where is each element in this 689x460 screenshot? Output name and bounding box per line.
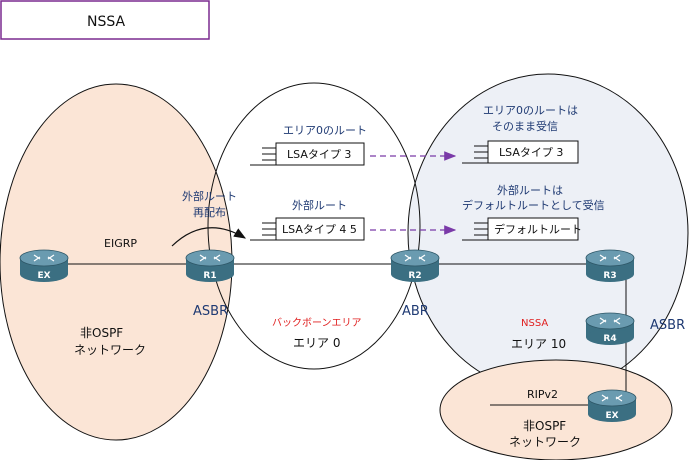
router-ex-left: EX xyxy=(19,249,69,282)
area0-route-caption: エリア0のルート xyxy=(283,124,367,137)
non-ospf-left-line1: 非OSPF xyxy=(80,326,123,340)
area0-received-caption-line2: そのまま受信 xyxy=(492,120,558,133)
router-ex-bottom: EX xyxy=(587,389,637,422)
asbr-r4-label: ASBR xyxy=(650,318,685,333)
router-r2-label: R2 xyxy=(408,271,421,281)
page-title: NSSA xyxy=(87,14,126,30)
abr-r2-label: ABR xyxy=(402,304,429,319)
ripv2-label: RIPv2 xyxy=(527,388,558,401)
non-ospf-bottom-line2: ネットワーク xyxy=(509,435,581,449)
backbone-area-label: バックボーンエリア xyxy=(272,317,362,329)
non-ospf-bottom-area xyxy=(439,359,673,460)
redistribution-caption-line2: 再配布 xyxy=(193,206,226,219)
area0-received-caption-line1: エリア0のルートは xyxy=(483,104,578,117)
router-ex-left-label: EX xyxy=(37,271,50,281)
non-ospf-bottom-line1: 非OSPF xyxy=(523,419,566,433)
lsa3-right-label: LSAタイプ 3 xyxy=(499,146,563,159)
router-r4-label: R4 xyxy=(603,334,616,344)
default-route-label: デフォルトルート xyxy=(494,222,582,236)
backbone-area-name: エリア 0 xyxy=(293,336,340,350)
nssa-area-label: NSSA xyxy=(521,318,548,329)
nssa-area-name: エリア 10 xyxy=(511,337,566,351)
router-r2: R2 xyxy=(390,249,440,282)
backbone-area xyxy=(207,82,421,370)
router-r1: R1 xyxy=(185,249,235,282)
lsa-box-type45-left: LSAタイプ 4 5 xyxy=(250,217,365,241)
router-r1-label: R1 xyxy=(203,271,216,281)
lsa-box-type3-left: LSAタイプ 3 xyxy=(250,142,365,166)
lsa-box-type3-right: LSAタイプ 3 xyxy=(462,140,579,164)
lsa-box-default-right: デフォルトルート xyxy=(462,217,582,241)
title-box: NSSA xyxy=(0,0,210,40)
asbr-r1-label: ASBR xyxy=(193,304,228,319)
non-ospf-left-line2: ネットワーク xyxy=(74,343,146,357)
external-received-caption-line2: デフォルトルートとして受信 xyxy=(462,198,605,212)
external-route-caption: 外部ルート xyxy=(292,198,347,212)
lsa3-left-label: LSAタイプ 3 xyxy=(287,148,351,161)
router-r3-label: R3 xyxy=(603,271,616,281)
router-r3: R3 xyxy=(585,249,635,282)
router-r4: R4 xyxy=(585,312,635,345)
redistribution-caption-line1: 外部ルート xyxy=(182,189,237,203)
eigrp-label: EIGRP xyxy=(104,237,137,250)
external-received-caption-line1: 外部ルートは xyxy=(497,183,563,197)
redistribution-arrow xyxy=(171,227,247,247)
lsa45-left-label: LSAタイプ 4 5 xyxy=(282,223,357,236)
router-ex-bottom-label: EX xyxy=(605,411,618,421)
